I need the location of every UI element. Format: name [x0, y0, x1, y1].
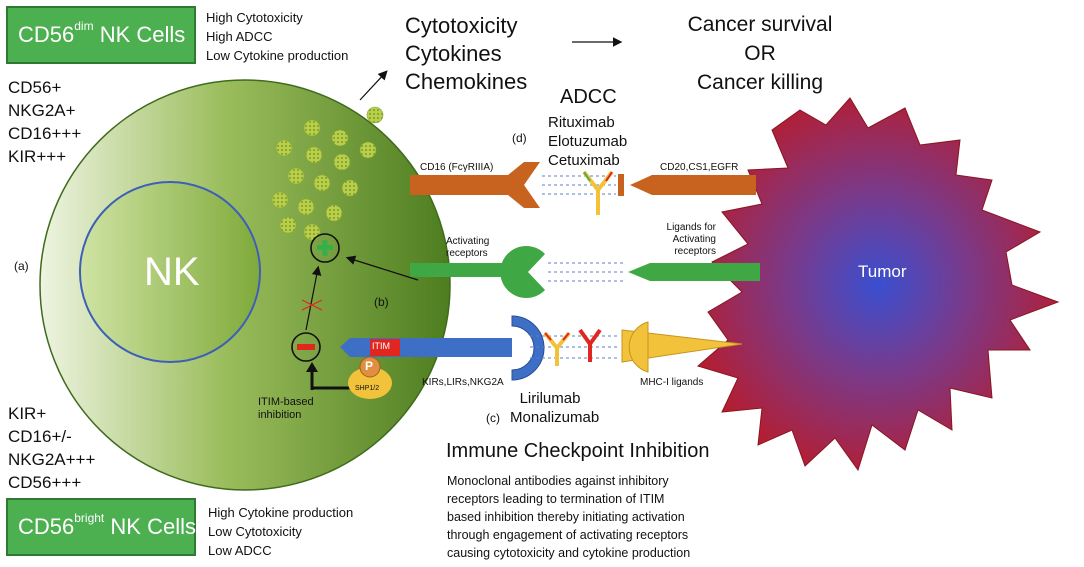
cd56bright-prefix: CD56 — [18, 514, 75, 539]
nucleus-label: NK — [144, 250, 200, 294]
cd56dim-traits: High Cytotoxicity High ADCC Low Cytokine… — [206, 8, 348, 65]
checkpoint-antibody-2 — [578, 328, 602, 362]
activating-receptor-stalk — [410, 263, 510, 277]
checkpoint-title: Immune Checkpoint Inhibition — [446, 440, 710, 462]
itim-box — [370, 339, 400, 356]
activating-receptor-label: Activating receptors — [446, 236, 490, 259]
outputs: Cytotoxicity Cytokines Chemokines — [405, 12, 527, 96]
output-item: Chemokines — [405, 69, 528, 94]
mhc-ligand — [621, 329, 743, 363]
adcc-drugs: Rituximab Elotuzumab Cetuximab — [548, 113, 627, 170]
checkpoint-drug: Lirilumab — [519, 390, 581, 407]
cd56dim-sup: dim — [74, 19, 94, 33]
activation-signal — [310, 233, 340, 263]
inhibition-label: ITIM-based inhibition — [258, 396, 314, 421]
outcome-item: Cancer survival — [687, 13, 833, 36]
cd56bright-trait: Low ADCC — [208, 543, 272, 558]
shp-label: SHP1/2 — [355, 385, 380, 392]
cd56dim-trait: High ADCC — [206, 29, 273, 44]
marker-c: (c) — [486, 411, 500, 425]
marker: KIR+++ — [8, 147, 67, 166]
blocked-cross — [301, 299, 323, 311]
activating-ligand-label: Ligands for Activating receptors — [666, 222, 716, 257]
cd16-receptor — [410, 162, 540, 208]
marker: CD16+/- — [8, 427, 72, 446]
cd56bright-suffix: NK Cells — [104, 514, 196, 539]
checkpoint-line: through engagement of activating recepto… — [447, 528, 689, 542]
output-item: Cytokines — [405, 41, 502, 66]
cd56dim-trait: Low Cytokine production — [206, 48, 349, 63]
cytotoxic-granules — [271, 106, 384, 241]
activating-receptor — [500, 246, 545, 298]
cd56bright-sup: bright — [74, 511, 105, 525]
checkpoint-antibody — [543, 331, 571, 366]
adcc-drug: Elotuzumab — [548, 133, 628, 150]
checkpoint-line: Monoclonal antibodies against inhibitory — [447, 474, 669, 488]
marker: CD56+++ — [8, 473, 82, 492]
cd56dim-markers: CD56+ NKG2A+ CD16+++ KIR+++ — [8, 76, 81, 168]
cd16-label: CD16 (FcγRIIIA) — [420, 162, 494, 173]
inhibition-signal — [291, 332, 321, 362]
checkpoint-line: based inhibition thereby initiating acti… — [447, 510, 685, 524]
marker: CD56+ — [8, 78, 62, 97]
checkpoint-drugs: Lirilumab Monalizumab — [510, 389, 600, 427]
outcome-item: OR — [744, 42, 776, 65]
cd56bright-markers: KIR+ CD16+/- NKG2A+++ CD56+++ — [8, 402, 95, 494]
marker: NKG2A+++ — [8, 450, 96, 469]
activating-ligand — [628, 263, 760, 281]
marker: CD16+++ — [8, 124, 82, 143]
outcome: Cancer survival OR Cancer killing — [675, 10, 845, 97]
tumor-label: Tumor — [858, 262, 907, 281]
adcc-drug: Rituximab — [548, 114, 615, 131]
checkpoint-line: causing cytotoxicity and cytokine produc… — [447, 546, 691, 560]
p-circle — [359, 356, 381, 378]
output-item: Cytotoxicity — [405, 13, 518, 38]
adcc-target-label: CD20,CS1,EGFR — [660, 162, 739, 173]
cd56dim-suffix: NK Cells — [93, 22, 186, 47]
inhibitory-receptor — [511, 315, 545, 381]
marker: NKG2A+ — [8, 101, 76, 120]
outcome-item: Cancer killing — [696, 71, 824, 94]
marker-b: (b) — [374, 295, 389, 309]
adcc-title: ADCC — [560, 86, 617, 108]
checkpoint-line: receptors leading to termination of ITIM — [447, 492, 665, 506]
cd56dim-prefix: CD56 — [18, 22, 75, 47]
adcc-drug: Cetuximab — [548, 152, 620, 169]
inhibitory-receptor-label: KIRs,LIRs,NKG2A — [422, 377, 504, 388]
p-label: P — [365, 359, 374, 373]
marker-a: (a) — [14, 259, 29, 273]
tumor-cell — [696, 97, 1060, 472]
checkpoint-description: Monoclonal antibodies against inhibitory… — [447, 472, 732, 562]
marker: KIR+ — [8, 404, 47, 423]
mhc-ligand-label: MHC-I ligands — [640, 377, 704, 388]
marker-d: (d) — [512, 131, 527, 145]
cd56bright-trait: Low Cytotoxicity — [208, 524, 302, 539]
inhibitory-receptor-stalk — [340, 338, 512, 357]
nk-nucleus — [79, 181, 261, 363]
cd56dim-trait: High Cytotoxicity — [206, 10, 303, 25]
adcc-antibody — [582, 170, 614, 215]
shp-phosphatase — [348, 367, 392, 399]
mhc-ligand-head — [628, 321, 649, 373]
adcc-target-antigen — [630, 175, 756, 195]
itim-label: ITIM — [372, 341, 390, 351]
cd56bright-trait: High Cytokine production — [208, 505, 354, 520]
checkpoint-drug: Monalizumab — [510, 409, 600, 426]
cd56bright-traits: High Cytokine production Low Cytotoxicit… — [208, 503, 353, 560]
